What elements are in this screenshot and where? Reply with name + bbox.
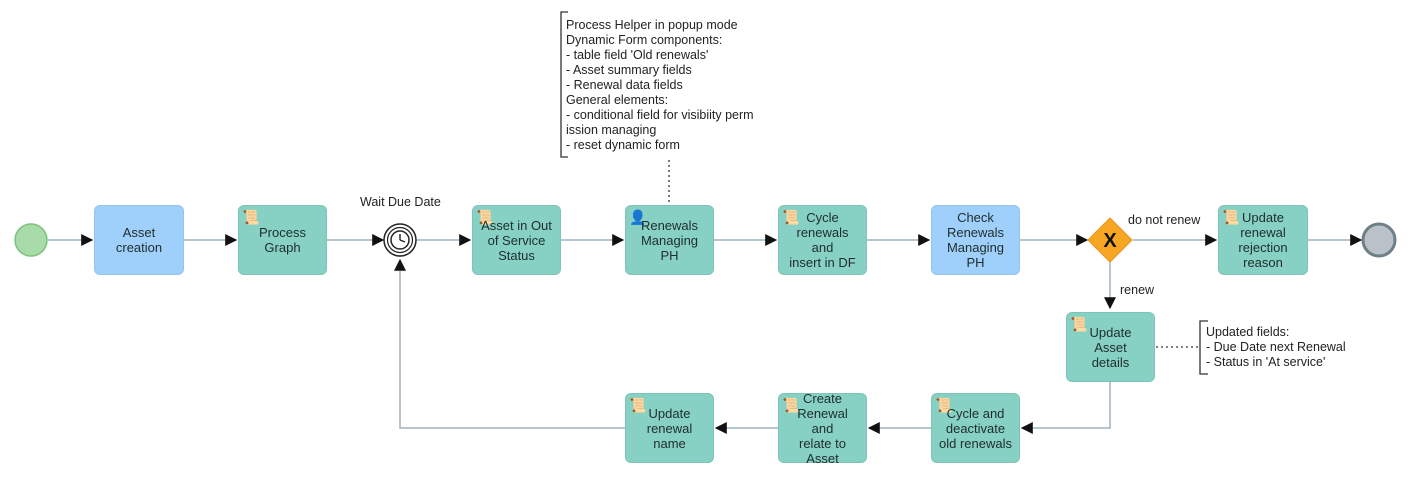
task-label: Cycle renewals and insert in DF	[789, 210, 856, 270]
task-label: Asset in Out of Service Status	[481, 217, 552, 263]
task-asset-creation[interactable]: Asset creation	[94, 205, 184, 275]
task-renewals-managing-ph[interactable]: 👤 Renewals Managing PH	[625, 205, 714, 275]
task-label: Cycle and deactivate old renewals	[939, 405, 1012, 451]
note-brackets	[560, 11, 1208, 375]
timer-event[interactable]	[383, 223, 417, 257]
task-update-rejection-reason[interactable]: 📜 Update renewal rejection reason	[1218, 205, 1308, 275]
start-event[interactable]	[14, 223, 48, 257]
scroll-icon: 📜	[1222, 209, 1240, 225]
scroll-icon: 📜	[935, 397, 953, 413]
task-update-asset-details[interactable]: 📜 Update Asset details	[1066, 312, 1155, 382]
updated-fields-note-bracket	[1199, 320, 1208, 375]
task-label: Check Renewals Managing PH	[946, 210, 1005, 270]
task-cycle-renewals[interactable]: 📜 Cycle renewals and insert in DF	[778, 205, 867, 275]
task-create-renewal[interactable]: 📜 Create Renewal and relate to Asset	[778, 390, 867, 466]
task-cycle-deactivate-renewals[interactable]: 📜 Cycle and deactivate old renewals	[931, 393, 1020, 463]
flow-update-name-to-timer	[394, 258, 625, 429]
scroll-icon: 📜	[782, 209, 800, 225]
helper-note-bracket	[560, 11, 568, 158]
user-icon: 👤	[629, 209, 647, 225]
exclusive-gateway[interactable]: X	[1087, 217, 1133, 263]
task-update-renewal-name[interactable]: 📜 Update renewal name	[625, 393, 714, 463]
task-label: Renewals Managing PH	[640, 217, 699, 263]
task-label: Asset creation	[115, 225, 163, 255]
gateway-label-renew: renew	[1120, 283, 1155, 297]
gateway-label-do-not-renew: do not renew	[1128, 213, 1201, 227]
task-label: Update renewal rejection reason	[1238, 210, 1288, 270]
scroll-icon: 📜	[476, 209, 494, 225]
end-event[interactable]	[1361, 222, 1397, 258]
task-label: Update Asset details	[1089, 324, 1132, 370]
flow-update-asset-to-cycle-deactivate	[1020, 382, 1111, 434]
scroll-icon: 📜	[782, 397, 800, 413]
task-label: Create Renewal and relate to Asset	[797, 390, 848, 466]
scroll-icon: 📜	[629, 397, 647, 413]
task-check-renewals[interactable]: Check Renewals Managing PH	[931, 205, 1020, 275]
task-label: Process Graph	[259, 225, 306, 255]
gateway-symbol: X	[1103, 230, 1117, 252]
task-process-graph[interactable]: 📜 Process Graph	[238, 205, 327, 275]
updated-fields-annotation: Updated fields: - Due Date next Renewal …	[1206, 325, 1346, 369]
task-asset-out-of-service[interactable]: 📜 Asset in Out of Service Status	[472, 205, 561, 275]
helper-annotation: Process Helper in popup mode Dynamic For…	[566, 18, 754, 152]
scroll-icon: 📜	[1070, 316, 1088, 332]
timer-label: Wait Due Date	[360, 195, 441, 209]
clock-icon	[390, 230, 410, 250]
sequence-flows	[48, 234, 1363, 434]
scroll-icon: 📜	[242, 209, 260, 225]
associations	[668, 160, 1200, 348]
task-label: Update renewal name	[646, 405, 693, 451]
